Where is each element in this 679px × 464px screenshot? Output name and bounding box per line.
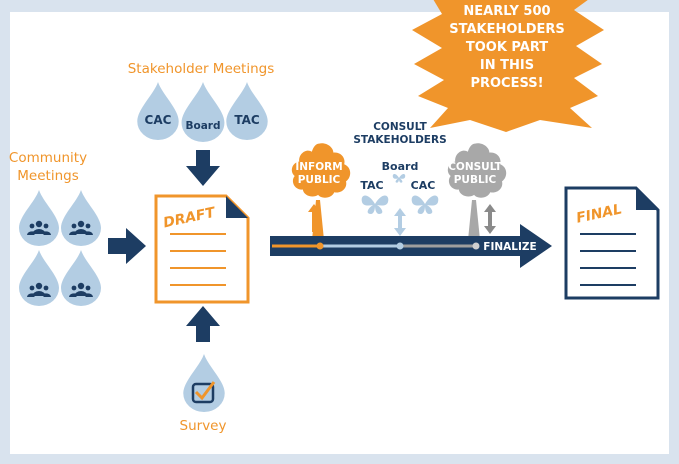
inform-public-tree: INFORM PUBLIC <box>291 143 351 240</box>
consult-tac-label: TAC <box>360 179 383 192</box>
drop-icon <box>226 82 268 140</box>
community-meetings-title-1: Community <box>9 150 87 166</box>
community-meetings-title-2: Meetings <box>17 168 78 184</box>
drop-icon <box>181 82 225 142</box>
participation-burst: NEARLY 500 STAKEHOLDERS TOOK PART IN THI… <box>412 0 604 132</box>
drop-icon <box>61 190 101 246</box>
document-fold <box>636 188 658 210</box>
drop-icon <box>61 250 101 306</box>
double-arrow-icon <box>394 208 406 236</box>
butterfly-icon <box>411 195 439 214</box>
burst-line-3: TOOK PART <box>466 40 548 55</box>
stakeholder-meetings-title: Stakeholder Meetings <box>128 61 275 77</box>
arrow-down-icon <box>186 150 220 186</box>
consult-stakeholders-title-2: STAKEHOLDERS <box>353 134 446 146</box>
consult-public-line-1: CONSULT <box>448 161 502 173</box>
document-lines <box>170 233 226 286</box>
burst-line-1: NEARLY 500 <box>463 4 550 19</box>
document-outline <box>154 194 250 304</box>
arrow-up-icon <box>186 306 220 342</box>
finalize-label: FINALIZE <box>483 241 536 253</box>
document-lines <box>580 233 636 286</box>
drop-icon <box>137 82 179 140</box>
final-document: FINAL <box>564 186 660 300</box>
document-outline <box>564 186 660 300</box>
inform-public-line-2: PUBLIC <box>298 174 341 186</box>
community-drops <box>19 190 101 306</box>
checkbox-icon <box>191 382 215 404</box>
burst-line-5: PROCESS! <box>470 76 543 91</box>
survey-label: Survey <box>180 418 227 434</box>
consult-stakeholders-title-1: CONSULT <box>373 121 427 133</box>
timeline-dot <box>316 242 324 250</box>
stakeholder-drop-tac: TAC <box>226 82 268 140</box>
butterfly-icon <box>392 174 406 183</box>
butterfly-icon <box>361 195 389 214</box>
drop-icon <box>19 190 59 246</box>
stakeholder-drop-board: Board <box>181 82 225 142</box>
double-arrow-icon <box>484 204 496 234</box>
timeline-arrow: FINALIZE <box>270 224 552 268</box>
document-fold <box>226 196 248 218</box>
drop-label: TAC <box>234 113 260 127</box>
burst-line-4: IN THIS <box>480 58 534 73</box>
arrow-up-icon <box>308 204 320 232</box>
timeline-dot <box>472 242 480 250</box>
consult-cac-label: CAC <box>411 179 436 192</box>
consult-board-label: Board <box>382 160 419 173</box>
drop-label: CAC <box>145 113 172 127</box>
burst-shape <box>412 0 604 132</box>
consult-public-line-2: PUBLIC <box>454 174 497 186</box>
drop-label: Board <box>186 120 221 132</box>
inform-public-line-1: INFORM <box>295 161 342 173</box>
draft-document: DRAFT <box>154 194 250 304</box>
drop-icon <box>19 250 59 306</box>
stakeholder-drop-cac: CAC <box>137 82 179 140</box>
timeline-dot <box>396 242 404 250</box>
checkmark-icon <box>194 381 216 401</box>
tree-trunk <box>468 200 480 240</box>
burst-line-2: STAKEHOLDERS <box>449 22 565 37</box>
consult-public-tree: CONSULT PUBLIC <box>447 143 507 240</box>
arrow-right-icon <box>108 228 146 264</box>
